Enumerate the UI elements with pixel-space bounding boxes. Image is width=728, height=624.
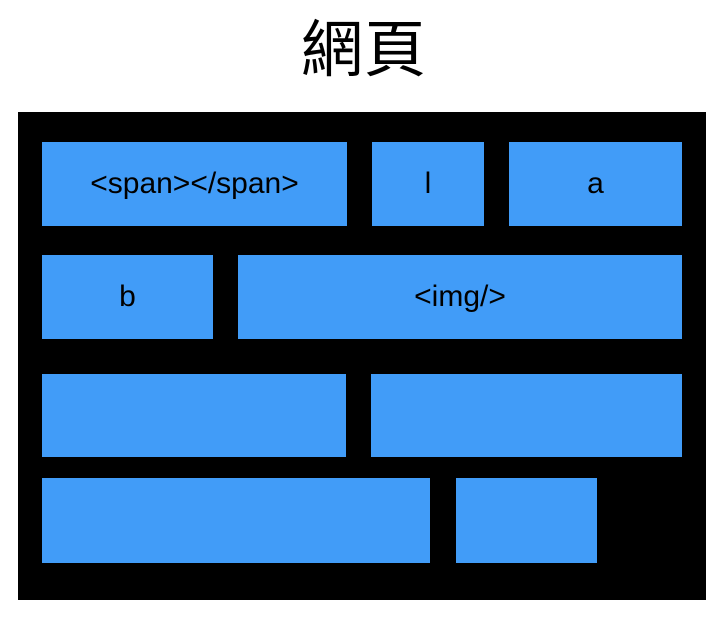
element-box-blank-3[interactable] <box>42 478 430 563</box>
element-box-b[interactable]: b <box>42 255 213 339</box>
element-row-4 <box>18 478 706 563</box>
element-row-1: <span></span> l a <box>18 142 706 226</box>
element-box-a[interactable]: a <box>509 142 682 226</box>
element-box-blank-1[interactable] <box>42 374 346 457</box>
element-box-span[interactable]: <span></span> <box>42 142 347 226</box>
element-row-2: b <img/> <box>18 255 706 339</box>
element-row-3 <box>18 374 706 457</box>
element-box-blank-4[interactable] <box>456 478 597 563</box>
web-page-body: <span></span> l a b <img/> <box>18 112 706 600</box>
element-box-blank-2[interactable] <box>371 374 682 457</box>
element-box-img[interactable]: <img/> <box>238 255 682 339</box>
element-box-l[interactable]: l <box>372 142 484 226</box>
page-title: 網頁 <box>300 13 427 86</box>
